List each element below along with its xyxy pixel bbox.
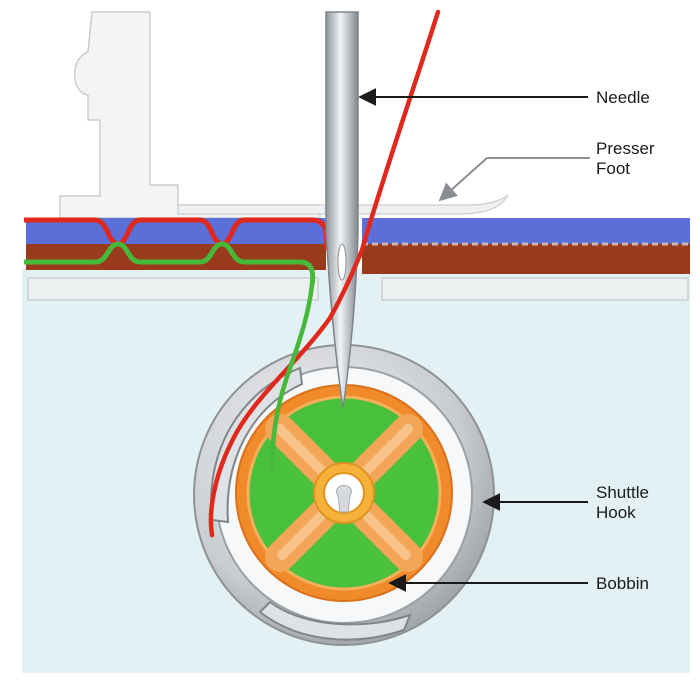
presser-foot-shape bbox=[59, 11, 321, 219]
upper-thread bbox=[208, 9, 441, 538]
presser-foot-sole bbox=[177, 194, 509, 215]
needle-label: Needle bbox=[596, 88, 650, 107]
lower-thread bbox=[269, 282, 315, 473]
bobbin-spindle bbox=[336, 485, 352, 513]
lower-thread-stitches bbox=[24, 241, 316, 286]
presser-foot-label-line2: Foot bbox=[596, 159, 630, 178]
throat-plate-right bbox=[381, 277, 689, 301]
fabric-upper-right bbox=[362, 218, 690, 244]
shuttle-hook-label-line2: Hook bbox=[596, 503, 636, 522]
fabric-lower-right bbox=[362, 244, 690, 274]
throat-plate-left bbox=[27, 277, 319, 301]
needle-eye bbox=[337, 243, 347, 281]
fabric-lower-left bbox=[26, 244, 326, 270]
presser-foot-pointer bbox=[438, 157, 590, 202]
bobbin-label: Bobbin bbox=[596, 574, 649, 593]
presser-foot-label-line1: Presser bbox=[596, 139, 655, 158]
shuttle-hook-tail bbox=[258, 600, 412, 641]
shuttle-hook-label-line1: Shuttle bbox=[596, 483, 649, 502]
